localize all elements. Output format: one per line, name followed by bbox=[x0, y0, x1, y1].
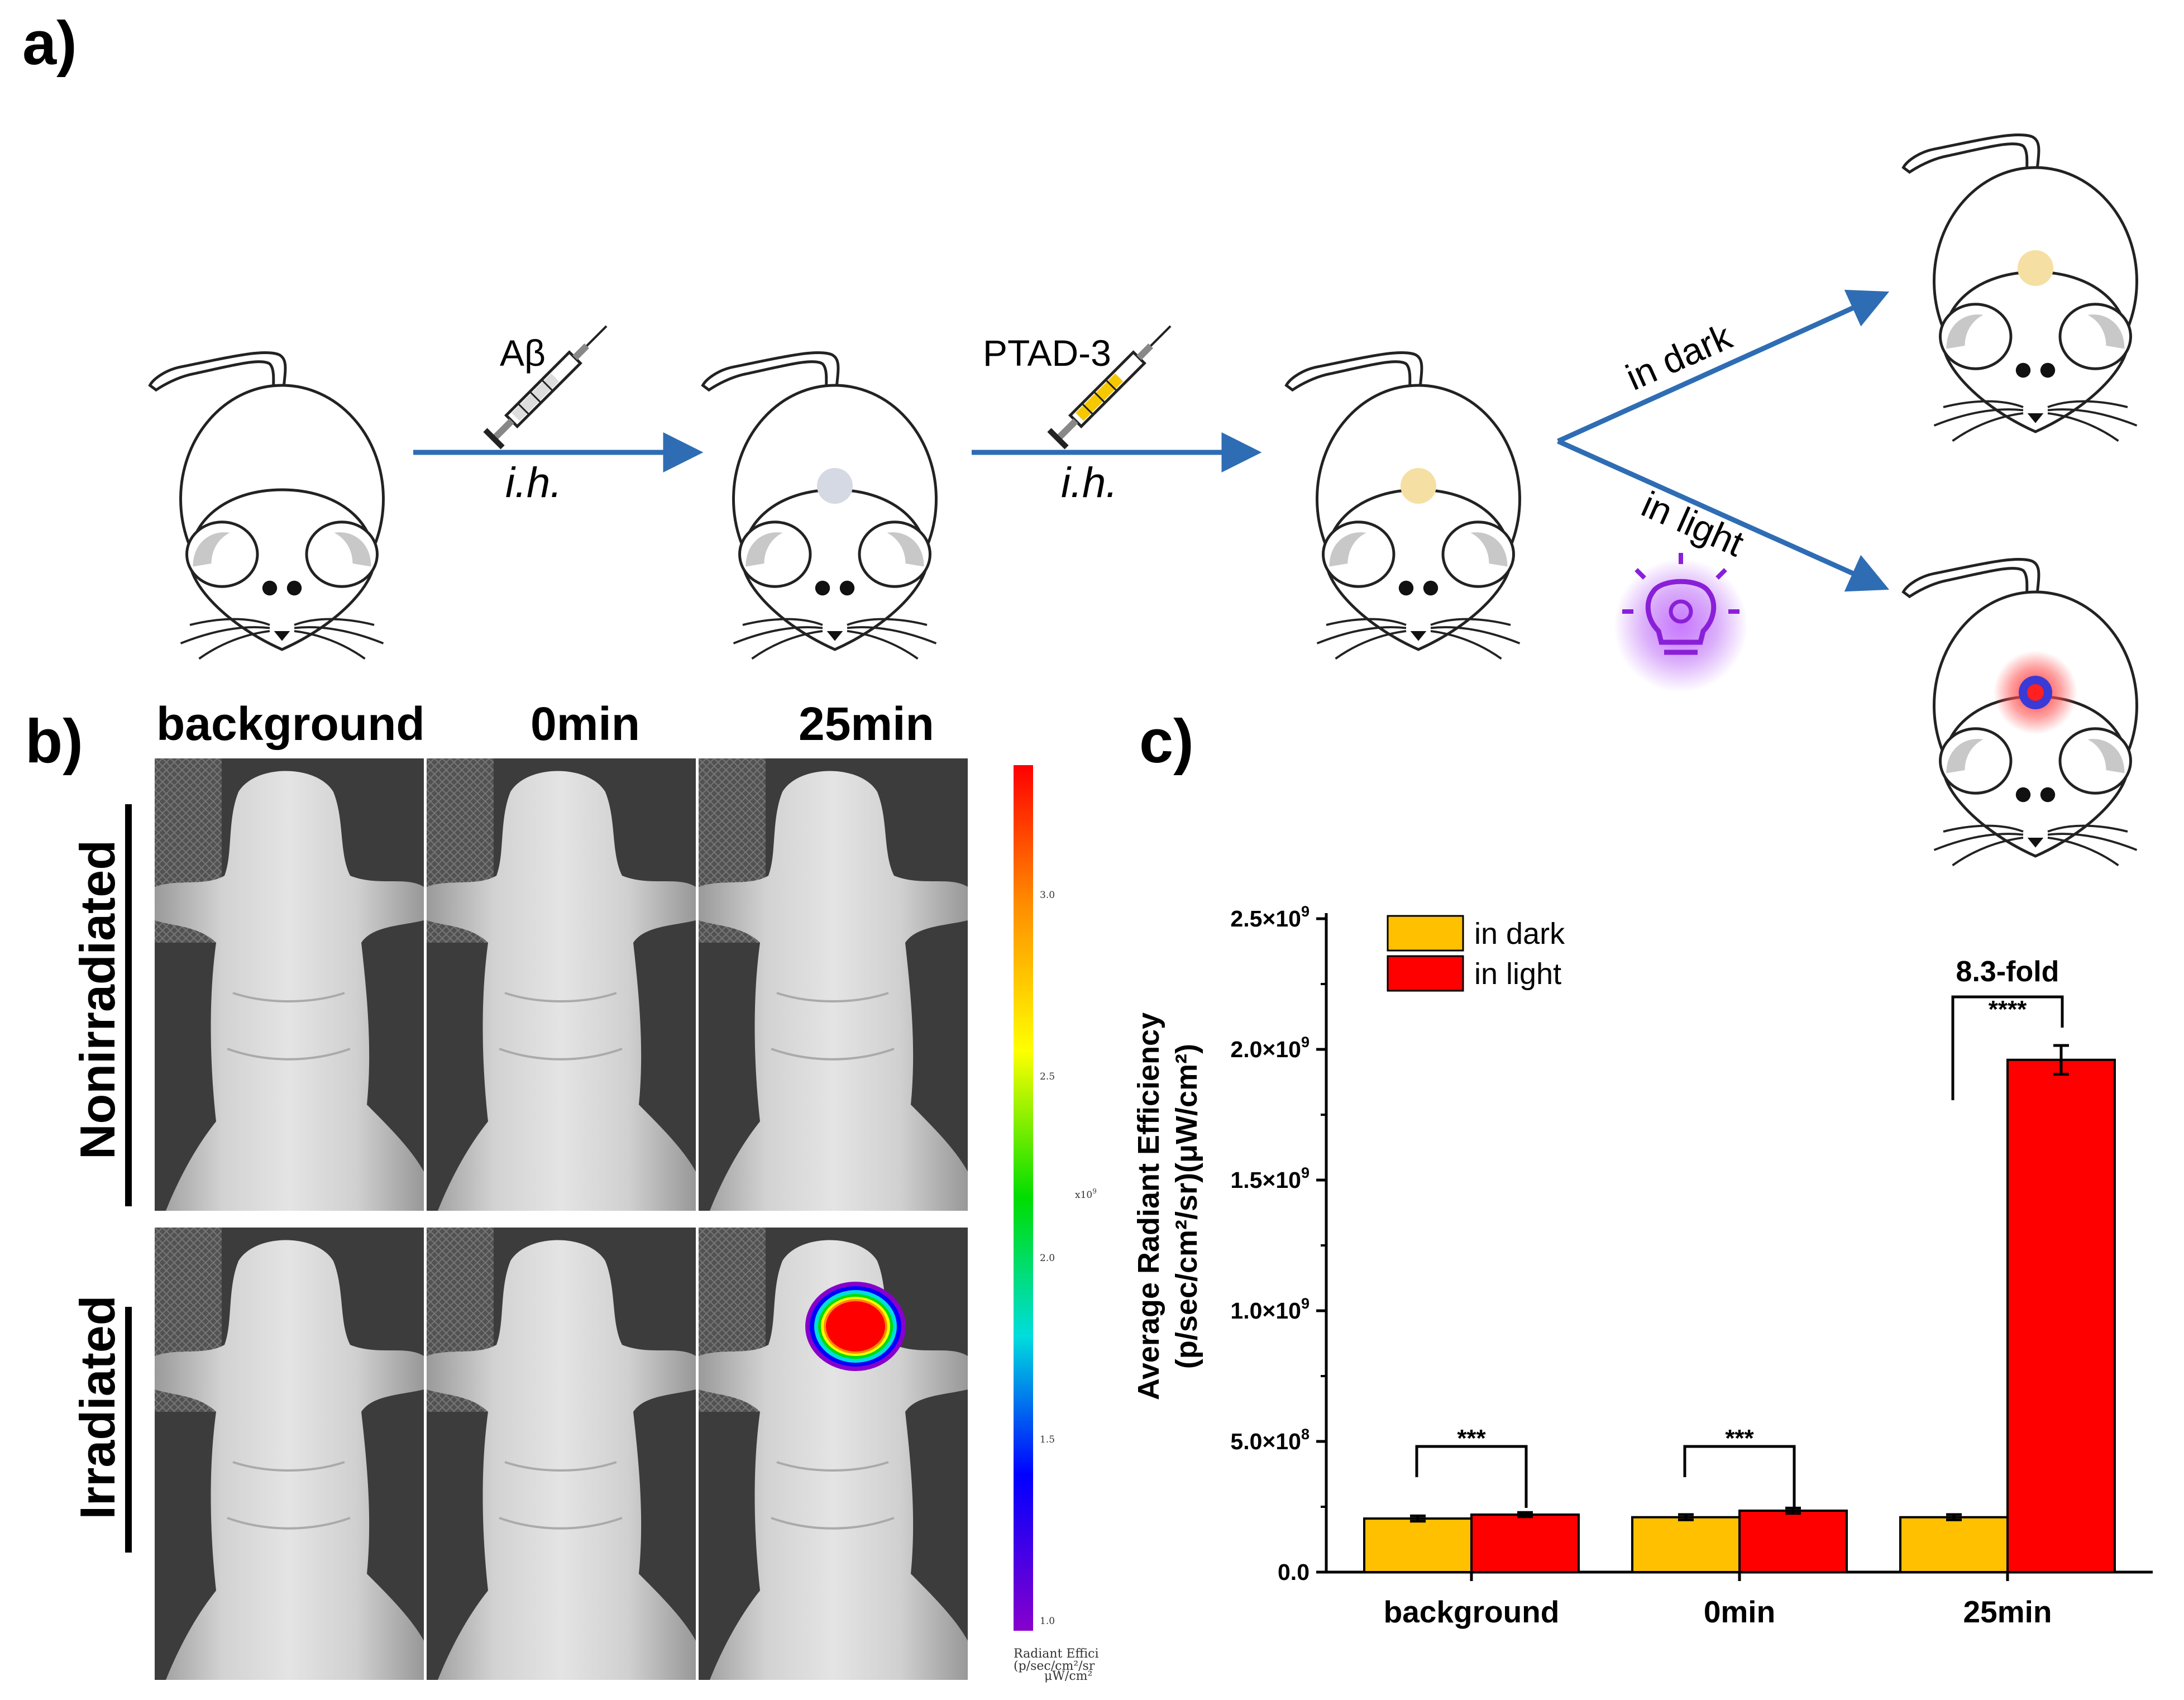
bar-dark bbox=[1363, 1517, 1473, 1574]
image-nonirr-background bbox=[154, 757, 425, 1212]
y-axis-label-line2: (p/sec/cm²/sr)(μW/cm²) bbox=[1170, 1044, 1203, 1369]
colour-scale-bar bbox=[1014, 765, 1033, 1631]
x-tick-label: 25min bbox=[1963, 1594, 2052, 1629]
bracket-0min bbox=[1683, 1445, 1796, 1508]
y-axis-label: Average Radiant Efficiency (p/sec/cm²/sr… bbox=[1132, 1013, 1203, 1400]
legend-label-light: in light bbox=[1474, 957, 1561, 991]
step2-route: i.h. bbox=[1061, 459, 1117, 507]
step1-route: i.h. bbox=[505, 459, 562, 507]
legend: in dark in light bbox=[1387, 915, 1565, 992]
bar-light bbox=[1470, 1513, 1580, 1574]
scale-unit-line2: (p/sec/cm²/sr bbox=[1014, 1659, 1095, 1673]
col-head-25min: 25min bbox=[799, 698, 934, 750]
y-tick-label: 0.0 bbox=[1278, 1559, 1310, 1585]
y-tick-label: 2.0×109 bbox=[1230, 1034, 1310, 1062]
fluorescence-signal bbox=[805, 1282, 906, 1371]
image-grid bbox=[154, 757, 969, 1681]
mouse-untreated bbox=[150, 352, 384, 658]
y-tick-label: 2.5×109 bbox=[1230, 903, 1310, 932]
x-tick-label: background bbox=[1384, 1594, 1560, 1629]
bar-light bbox=[2006, 1058, 2116, 1573]
bracket-background bbox=[1415, 1445, 1528, 1508]
significance-markers: *** *** **** 8.3-fold bbox=[1415, 956, 2064, 1508]
mouse-abeta bbox=[703, 352, 936, 658]
y-tick-label: 1.0×109 bbox=[1230, 1295, 1310, 1324]
image-nonirr-0min bbox=[426, 757, 697, 1212]
col-head-background: background bbox=[156, 698, 425, 750]
panel-b-label: b) bbox=[25, 707, 83, 776]
mouse-dark bbox=[1904, 135, 2137, 441]
bar-light bbox=[1738, 1510, 1848, 1574]
arrow-dark bbox=[1557, 289, 1890, 444]
sig-background: *** bbox=[1457, 1425, 1486, 1452]
bracket-25min bbox=[1951, 995, 2064, 1100]
panel-a-label: a) bbox=[22, 9, 77, 78]
bar-dark bbox=[1899, 1516, 2009, 1573]
scale-tick-3-0: 3.0 bbox=[1040, 890, 1055, 901]
step2-agent: PTAD-3 bbox=[983, 332, 1111, 374]
sig-0min: *** bbox=[1725, 1425, 1754, 1452]
scale-tick-2-0: 2.0 bbox=[1040, 1253, 1055, 1264]
branch-light-label: in light bbox=[1636, 483, 1750, 564]
bar-dark bbox=[1631, 1516, 1741, 1573]
syringe-yellow-icon bbox=[1047, 325, 1172, 450]
syringe-icon bbox=[483, 325, 608, 450]
ptad-spot bbox=[1401, 468, 1436, 504]
scale-tick-1-0: 1.0 bbox=[1040, 1616, 1055, 1627]
step1-agent: Aβ bbox=[500, 332, 546, 374]
scale-tick-1-5: 1.5 bbox=[1040, 1434, 1055, 1445]
image-irr-background bbox=[154, 1226, 425, 1681]
col-head-0min: 0min bbox=[531, 698, 640, 750]
row-head-irradiated: Irradiated bbox=[70, 1295, 125, 1519]
image-nonirr-25min bbox=[697, 757, 969, 1212]
panel-c-label: c) bbox=[1139, 707, 1194, 776]
x-tick-label: 0min bbox=[1704, 1594, 1775, 1629]
legend-swatch-dark bbox=[1387, 915, 1464, 952]
legend-label-dark: in dark bbox=[1474, 917, 1565, 951]
legend-swatch-light bbox=[1387, 955, 1464, 992]
colour-scale-ticks: 3.0 2.5 2.0 1.5 1.0 bbox=[1040, 890, 1055, 1627]
y-tick-label: 5.0×108 bbox=[1230, 1426, 1310, 1454]
abeta-spot bbox=[817, 468, 853, 504]
image-irr-0min bbox=[426, 1226, 697, 1681]
y-axis-label-line1: Average Radiant Efficiency bbox=[1132, 1013, 1165, 1400]
y-tick-label: 1.5×109 bbox=[1230, 1164, 1310, 1193]
fold-change-label: 8.3-fold bbox=[1956, 956, 2059, 988]
light-bulb-icon bbox=[1614, 553, 1748, 693]
bar-chart: 0.0 5.0×108 1.0×109 1.5×109 2.0×109 2.5×109 ba… bbox=[1230, 903, 2153, 1629]
row-head-nonirradiated: Nonirradiated bbox=[70, 840, 125, 1159]
arrow-light bbox=[1557, 438, 1890, 592]
scale-unit-line3: μW/cm² bbox=[1044, 1669, 1092, 1683]
dark-spot bbox=[2018, 250, 2053, 286]
mouse-ptad bbox=[1287, 352, 1520, 658]
scale-multiplier: x109 bbox=[1075, 1187, 1097, 1201]
light-signal-core bbox=[2027, 684, 2044, 701]
scale-tick-2-5: 2.5 bbox=[1040, 1071, 1055, 1082]
scale-unit-line1: Radiant Effici bbox=[1014, 1647, 1099, 1661]
sig-25min: **** bbox=[1989, 996, 2027, 1023]
